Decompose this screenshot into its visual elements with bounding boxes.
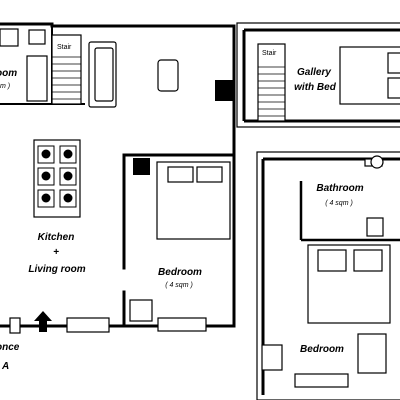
gallery-outer [236,22,400,128]
kitchen-label-line2: + [53,247,59,258]
windows-bottom [9,317,207,334]
gallery-label-line1: Gallery [297,67,331,78]
entrance-arrow [34,311,52,332]
entrance-letter: A [1,361,9,372]
bedroom-b-label: Bedroom [300,344,344,355]
unit-b-outer [256,151,400,400]
bathroom-area: ( 4 sqm ) [325,200,353,207]
cut-room-area: m ) [0,83,10,90]
cut-room-label: oom [0,68,17,79]
bedroom-b-window [294,373,349,388]
bed-a [156,161,231,240]
shower-tray [26,55,48,102]
bathroom-fixtures-a [0,28,48,102]
stair-left-label: Stair [57,44,72,51]
bedroom-b-furniture [261,333,387,388]
bed-b [307,244,391,324]
window-2 [66,317,110,333]
entrance-label: once [0,342,20,353]
bedroom-a-area: ( 4 sqm ) [165,282,193,289]
chimney-block [215,80,235,101]
bedroom-b-nightstand [261,344,283,371]
bathroom-label: Bathroom [316,183,363,194]
stair-left [51,34,82,105]
sofa [88,41,117,108]
bedroom-b-wardrobe [357,333,387,374]
window-3 [157,317,207,332]
gallery-label-line2: with Bed [294,82,337,93]
bedroom-a-label: Bedroom [158,267,202,278]
coffee-table [157,59,179,92]
stair-right-label: Stair [262,50,277,57]
sink-fixture [28,29,46,45]
kitchen-label-line3: Living room [28,264,85,275]
bathroom-toilet [370,155,384,169]
gallery-bed [339,46,400,105]
stove [33,139,81,218]
bathroom-shower [366,217,384,237]
stair-right [257,43,286,122]
kitchen-label-line1: Kitchen [38,232,75,243]
bedroom-a-black-block [133,158,150,175]
toilet-fixture [0,28,19,47]
window-1 [9,317,21,334]
bedroom-a-cabinet [129,299,153,322]
